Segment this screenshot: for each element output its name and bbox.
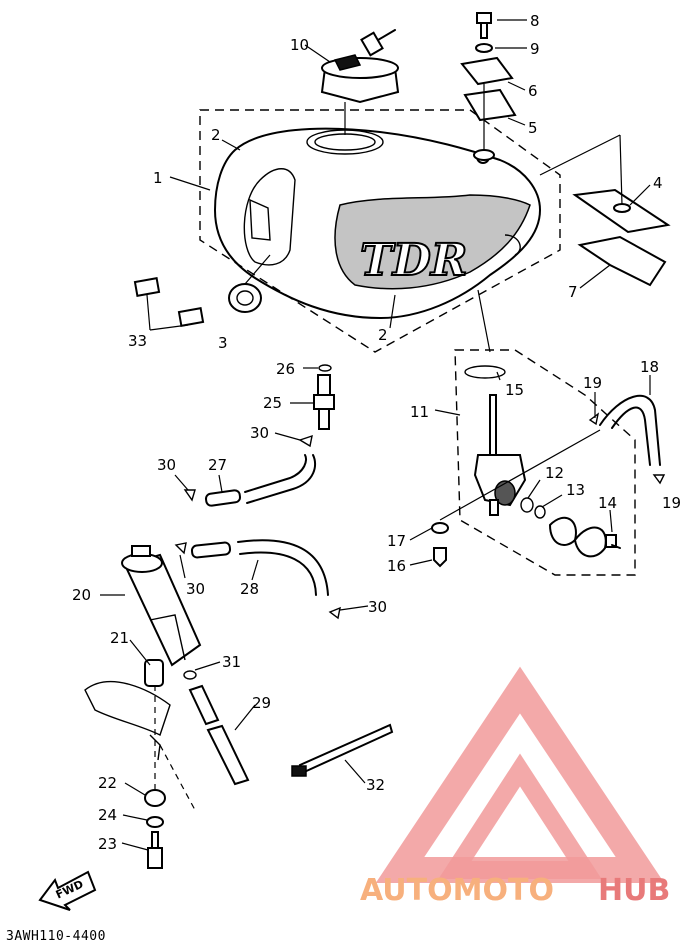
hose-29 (206, 724, 250, 786)
label-part-20: 20 (72, 586, 91, 604)
label-part-21: 21 (110, 629, 129, 647)
watermark-logo: AUTOMOTO HUB (360, 666, 670, 908)
washer-17 (431, 522, 449, 534)
sensor-25 (313, 374, 335, 430)
o-ring-26 (318, 364, 332, 372)
label-part-13: 13 (566, 481, 585, 499)
clip-30c (174, 542, 187, 555)
label-part-27: 27 (208, 456, 227, 474)
fuel-cap (320, 29, 400, 135)
bolt-8 (476, 12, 492, 39)
collar-22 (144, 789, 166, 807)
label-part-6: 6 (528, 82, 538, 100)
label-part-32: 32 (366, 776, 385, 794)
label-part-2-top: 2 (211, 126, 221, 144)
bolt-23 (147, 831, 163, 869)
clip-30a (298, 434, 313, 448)
label-part-11: 11 (410, 403, 429, 421)
cock-lever (573, 526, 607, 558)
label-part-10: 10 (290, 36, 309, 54)
label-part-8: 8 (530, 12, 540, 30)
o-ring-13 (534, 505, 546, 519)
label-part-28: 28 (240, 580, 259, 598)
hose-27 (244, 454, 308, 493)
emblem-33b (177, 307, 205, 327)
label-part-4: 4 (653, 174, 663, 192)
label-part-30-c: 30 (186, 580, 205, 598)
fuel-hose-18 (599, 394, 661, 466)
label-part-9: 9 (530, 40, 540, 58)
fuel-tank: TDR (214, 127, 541, 319)
canister-20 (121, 545, 202, 667)
label-part-7: 7 (568, 283, 578, 301)
emblem-33a (133, 277, 161, 297)
bracket-7 (577, 235, 667, 287)
band-32 (291, 723, 394, 777)
label-part-2-bottom: 2 (378, 326, 388, 344)
screw-14 (605, 534, 621, 549)
clip-19a (588, 412, 600, 426)
o-ring-15 (464, 365, 506, 379)
label-part-30-a: 30 (250, 424, 269, 442)
damper-3 (228, 254, 271, 313)
clip-30d (328, 606, 341, 620)
label-part-29: 29 (252, 694, 271, 712)
canister-bracket (84, 680, 171, 736)
washer-24 (146, 816, 164, 828)
forward-arrow-icon: FWD (38, 870, 97, 911)
label-part-17: 17 (387, 532, 406, 550)
label-part-33: 33 (128, 332, 147, 350)
tank-decal-tdr: TDR (360, 235, 467, 286)
label-part-15: 15 (505, 381, 524, 399)
hose-segment-27a (204, 489, 242, 507)
label-part-1: 1 (153, 169, 163, 187)
label-part-30-b: 30 (157, 456, 176, 474)
label-part-12: 12 (545, 464, 564, 482)
clip-30b (183, 489, 196, 502)
plug-16 (433, 547, 447, 568)
label-part-26: 26 (276, 360, 295, 378)
fuel-cock-boundary (454, 349, 636, 576)
label-part-16: 16 (387, 557, 406, 575)
label-part-5: 5 (528, 119, 538, 137)
label-part-14: 14 (598, 494, 617, 512)
label-part-19-top: 19 (583, 374, 602, 392)
watermark-text-automoto: AUTOMOTO (360, 873, 554, 908)
watermark-text-hub: HUB (598, 873, 670, 908)
part-labels: 1 2 2 3 4 5 6 7 8 9 10 11 12 13 14 15 16… (72, 12, 681, 853)
washer-9 (475, 43, 493, 53)
bracket-5 (463, 88, 517, 122)
diagram-code: 3AWH110-4400 (6, 929, 106, 944)
damper-6 (460, 56, 514, 86)
leader-lines (100, 19, 651, 851)
hose-segment-29a (188, 684, 220, 726)
damper-21 (144, 659, 164, 687)
label-part-25: 25 (263, 394, 282, 412)
o-ring-12 (520, 497, 534, 513)
clip-31 (183, 670, 197, 680)
clip-19b (652, 474, 666, 485)
cock-gasket (548, 516, 577, 546)
label-part-18: 18 (640, 358, 659, 376)
label-part-3: 3 (218, 334, 228, 352)
label-part-30-d: 30 (368, 598, 387, 616)
hose-28 (237, 539, 329, 596)
label-part-19-right: 19 (662, 494, 681, 512)
hose-segment-28a (190, 541, 232, 559)
label-part-31: 31 (222, 653, 241, 671)
tank-assembly-boundary (199, 109, 561, 353)
fuel-cock (473, 394, 527, 516)
label-part-22: 22 (98, 774, 117, 792)
label-part-24: 24 (98, 806, 117, 824)
label-part-23: 23 (98, 835, 117, 853)
grommet-tank (473, 149, 495, 161)
